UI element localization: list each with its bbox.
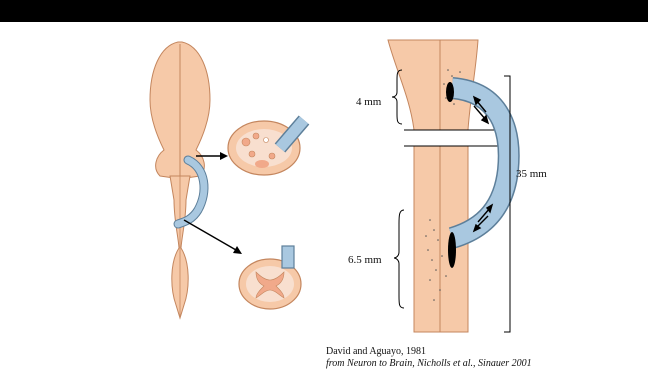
brace-6-5mm [394,210,404,308]
label-bridge-length: 35 mm [516,168,547,180]
figure-credit-authors: David and Aguayo, 1981 [326,346,426,357]
figure-credit-source: from Neuron to Brain, Nicholls et al., S… [326,358,532,369]
figure-panel: 4 mm 35 mm 6.5 mm [0,22,648,376]
brain-spinal-cord-figure [150,42,304,318]
upper-cross-section [228,120,304,175]
lower-cross-section [239,246,301,309]
lower-section-arrow [184,220,236,250]
label-top-gap: 4 mm [356,96,381,108]
upper-insertion [446,82,454,102]
enlarged-graft-view [388,40,510,332]
diagram-svg [0,22,648,376]
label-bottom-gap: 6.5 mm [348,254,382,266]
lower-insertion [448,232,456,268]
